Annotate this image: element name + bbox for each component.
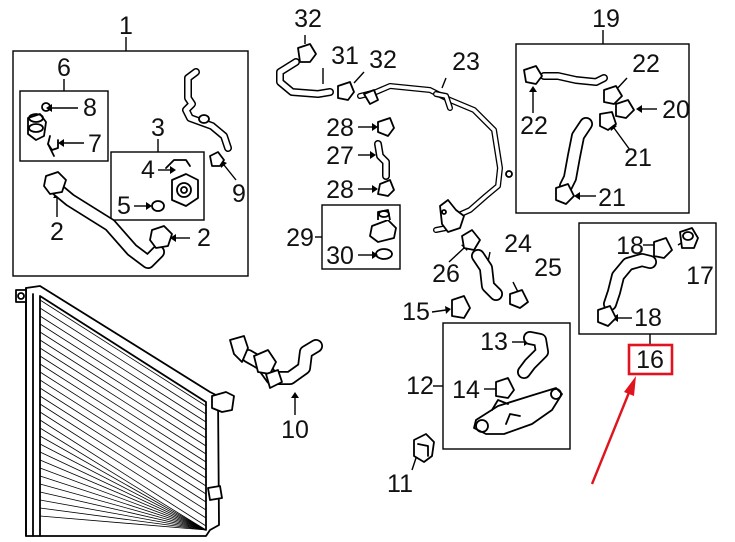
radiator-fin [39,443,207,531]
radiator-fin [39,315,207,423]
callout-14[interactable]: 14 [452,376,480,404]
callout-2-top-left[interactable]: 2 [50,218,64,246]
callout-17[interactable]: 17 [686,262,714,290]
box-16 [578,222,717,335]
callout-27[interactable]: 27 [326,142,354,170]
radiator-fin [39,347,207,455]
radiator-fin [39,355,207,463]
part-10-hose [229,335,323,389]
radiator-fin [39,475,207,531]
callout-6[interactable]: 6 [57,54,71,82]
callout-23[interactable]: 23 [452,48,480,76]
radiator [15,285,235,537]
part-3-water-outlet [151,159,199,212]
radiator-fin [39,363,207,471]
radiator-fin [39,467,207,531]
callout-7[interactable]: 7 [88,130,102,158]
callout-32-left[interactable]: 32 [294,5,322,33]
callout-28-bottom[interactable]: 28 [326,176,354,204]
box-1 [12,50,249,277]
radiator-fin [39,379,207,487]
callout-28-top[interactable]: 28 [326,114,354,142]
part-19-contents [523,65,635,205]
highlight-box-16 [627,343,674,376]
radiator-fin [39,515,207,531]
radiator-fin [39,451,207,531]
callout-5[interactable]: 5 [117,192,131,220]
callout-30[interactable]: 30 [326,242,354,270]
radiator-fin [39,371,207,479]
callout-22-right[interactable]: 22 [632,50,660,78]
callout-29[interactable]: 29 [286,224,314,252]
highlight-arrow [590,376,636,485]
part-29-30 [369,209,397,260]
radiator-fin [39,395,207,503]
callout-2-bottom-right[interactable]: 2 [197,224,211,252]
radiator-fin [39,307,207,415]
callout-11[interactable]: 11 [387,470,413,498]
radiator-fin [39,435,207,531]
callout-21-top[interactable]: 21 [624,144,652,172]
callout-18-top[interactable]: 18 [616,232,644,260]
callout-31[interactable]: 31 [331,42,359,70]
part-16-contents [597,227,699,327]
radiator-fin [39,419,207,527]
callout-15[interactable]: 15 [402,298,430,326]
callout-9[interactable]: 9 [232,180,246,208]
callout-19[interactable]: 19 [592,5,620,33]
radiator-fin [39,299,207,407]
callout-13[interactable]: 13 [480,328,508,356]
radiator-fin [39,491,207,531]
callout-20[interactable]: 20 [662,96,690,124]
callouts: 1 2 2 3 4 5 6 7 8 9 10 11 12 13 14 15 16… [50,5,714,498]
callout-4[interactable]: 4 [141,156,155,184]
callout-8[interactable]: 8 [83,94,97,122]
radiator-fin [39,411,207,519]
radiator-fin [39,499,207,531]
radiator-fin [39,507,207,531]
callout-3[interactable]: 3 [151,114,165,142]
callout-16[interactable]: 16 [636,346,664,374]
part-28-27-small [374,117,395,197]
callout-18-bottom[interactable]: 18 [634,304,662,332]
callout-1[interactable]: 1 [119,12,133,40]
radiator-fin [39,403,207,511]
group-boxes [12,43,717,450]
radiator-fin [39,339,207,447]
callout-26[interactable]: 26 [432,260,460,288]
callout-10[interactable]: 10 [281,416,309,444]
callout-12[interactable]: 12 [406,372,434,400]
radiator-fin [39,427,207,531]
part-31-hose [276,43,355,101]
radiator-fin [39,323,207,431]
part-24-hose [451,229,529,319]
callout-25[interactable]: 25 [534,254,562,282]
callout-21-bottom[interactable]: 21 [598,184,626,212]
radiator-fin [39,483,207,531]
radiator-fin [39,459,207,531]
callout-32-right[interactable]: 32 [369,46,397,74]
radiator-fin [39,387,207,495]
callout-22-left[interactable]: 22 [520,112,548,140]
part-11-bracket [413,433,435,463]
part-12-contents [473,331,563,435]
part-23-pipe [357,83,513,233]
part-6-thermostat-housing [27,102,59,157]
callout-24[interactable]: 24 [504,230,532,258]
radiator-fin [39,331,207,439]
part-1-hoses [43,68,232,269]
